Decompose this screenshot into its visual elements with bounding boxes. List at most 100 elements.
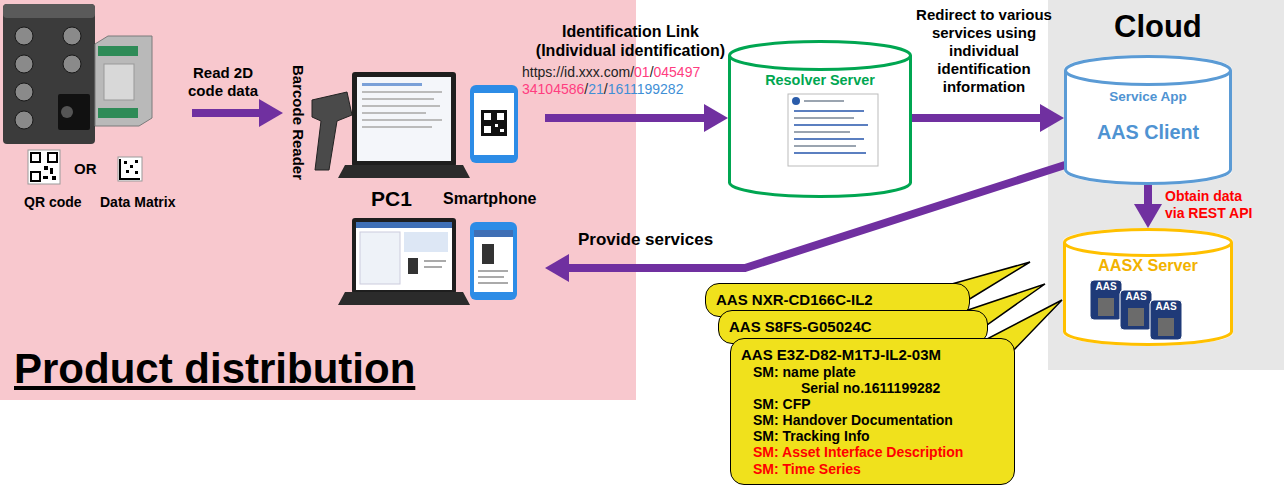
laptop-base [338,292,470,305]
data-matrix-border [120,159,140,179]
screen-line [362,126,432,128]
url-segment: https://id.xxx.com/ [522,64,634,80]
laptop-frame [352,72,456,167]
callout-text: SM: Time Series [753,461,861,477]
device-caption: Barcode Reader [289,65,307,180]
screen-line [794,131,850,133]
server-cylinder: Resolver Server [728,40,912,198]
data-matrix-module [135,171,138,174]
qr-code [28,150,60,184]
data-matrix-module [126,170,129,173]
screen-line [794,110,864,112]
server-title: AAS [1090,281,1122,293]
laptop-screen [356,222,452,290]
screen-line [478,270,508,272]
phone-qr-finder [484,126,491,133]
aas-card [1120,290,1152,330]
device-caption: QR code [24,194,82,211]
device-caption: Data Matrix [100,194,175,211]
screen-line [424,266,442,268]
flow-arrow [912,114,1052,122]
device-caption: Smartphone [443,189,536,208]
screen-line [478,282,508,284]
callout-text: SM: Tracking Info [753,428,870,444]
barcode-reader [312,92,352,170]
app-label: AAS Client [1064,121,1232,145]
screen-line [794,152,866,154]
qr-module [43,176,48,179]
phone-qr-module [495,124,498,127]
region-band: CloudService AppAAS ClientAASX ServerAAS… [1048,0,1284,370]
url-segment: 21 [588,81,604,97]
aas-callout: AAS E3Z-D82-M1TJ-IL2-03MSM: name plateSe… [730,338,1015,485]
region-title: Product distribution [14,344,415,394]
smartphone [470,222,517,300]
phone-screen [474,230,513,292]
phone-qr-finder [497,113,504,120]
flow-arrow [545,114,716,122]
region-fill [1048,0,1284,370]
flow-arrow [192,109,271,117]
data-matrix-module [124,161,127,164]
region-band: Product distribution QR code ORData Matrix… [0,0,636,400]
aas-card [1090,280,1122,320]
edge-label: Redirect to various services using indiv… [906,6,1062,96]
qr-finder [48,153,57,162]
flow-arrow [1144,185,1152,216]
screen-product-image [482,244,494,264]
terminal-strip [98,46,138,56]
cylinder-outline [728,40,912,198]
laptop-frame [352,218,456,294]
screen-line [362,83,422,86]
qr-finder [31,153,40,162]
qr-module [44,166,48,170]
data-matrix [118,157,142,181]
qr-module [52,176,56,180]
aas-card [1150,300,1182,340]
data-matrix-module [135,160,138,163]
screen-panel [404,232,448,252]
url-segment: 1611199282 [608,81,684,97]
device-caption: PC1 [371,186,412,211]
screen-line [478,276,504,278]
server-cylinder: AASX ServerAASAASAAS [1063,228,1233,346]
edge-label: Obtain data via REST API [1165,188,1260,222]
flow-arrow [557,165,1065,268]
screen-line [362,105,440,107]
io-module [3,4,95,144]
server-title: Resolver Server [728,72,912,89]
laptop-base [338,165,470,178]
region-title: Cloud [1114,8,1202,45]
edge-label: Read 2D code data [178,64,268,100]
data-matrix-module [130,165,133,168]
qr-finder [31,172,40,181]
app-cylinder: Service AppAAS Client [1064,55,1232,185]
device-caption: OR [74,160,97,178]
url-segment: / [604,81,608,97]
screenshot-logo [792,97,800,105]
connector-port [15,27,33,45]
screen-header [356,222,452,228]
phone-qr-finder [484,113,491,120]
phone-qr-code [481,110,507,136]
screen-line [362,98,434,100]
screen-product-image [408,258,418,274]
cylinder-top [1066,57,1231,85]
cylinder-outline [1063,228,1233,346]
server-title: AAS [1150,301,1182,313]
url-segment: 01 [634,64,650,80]
qr-module [50,168,53,174]
sensor-lens [61,106,73,118]
screen-line [794,145,856,147]
callout-text: SM: name plate [753,364,856,380]
connector-port [63,55,81,73]
cylinder-fill [728,54,912,184]
url-segment: / [650,64,654,80]
connector-port [63,27,81,45]
screen-line [804,100,844,102]
terminal-strip [98,108,138,118]
callout-text: AAS S8FS-G05024C [729,318,872,336]
power-supply-panel [104,64,134,100]
io-module-top [3,4,95,18]
